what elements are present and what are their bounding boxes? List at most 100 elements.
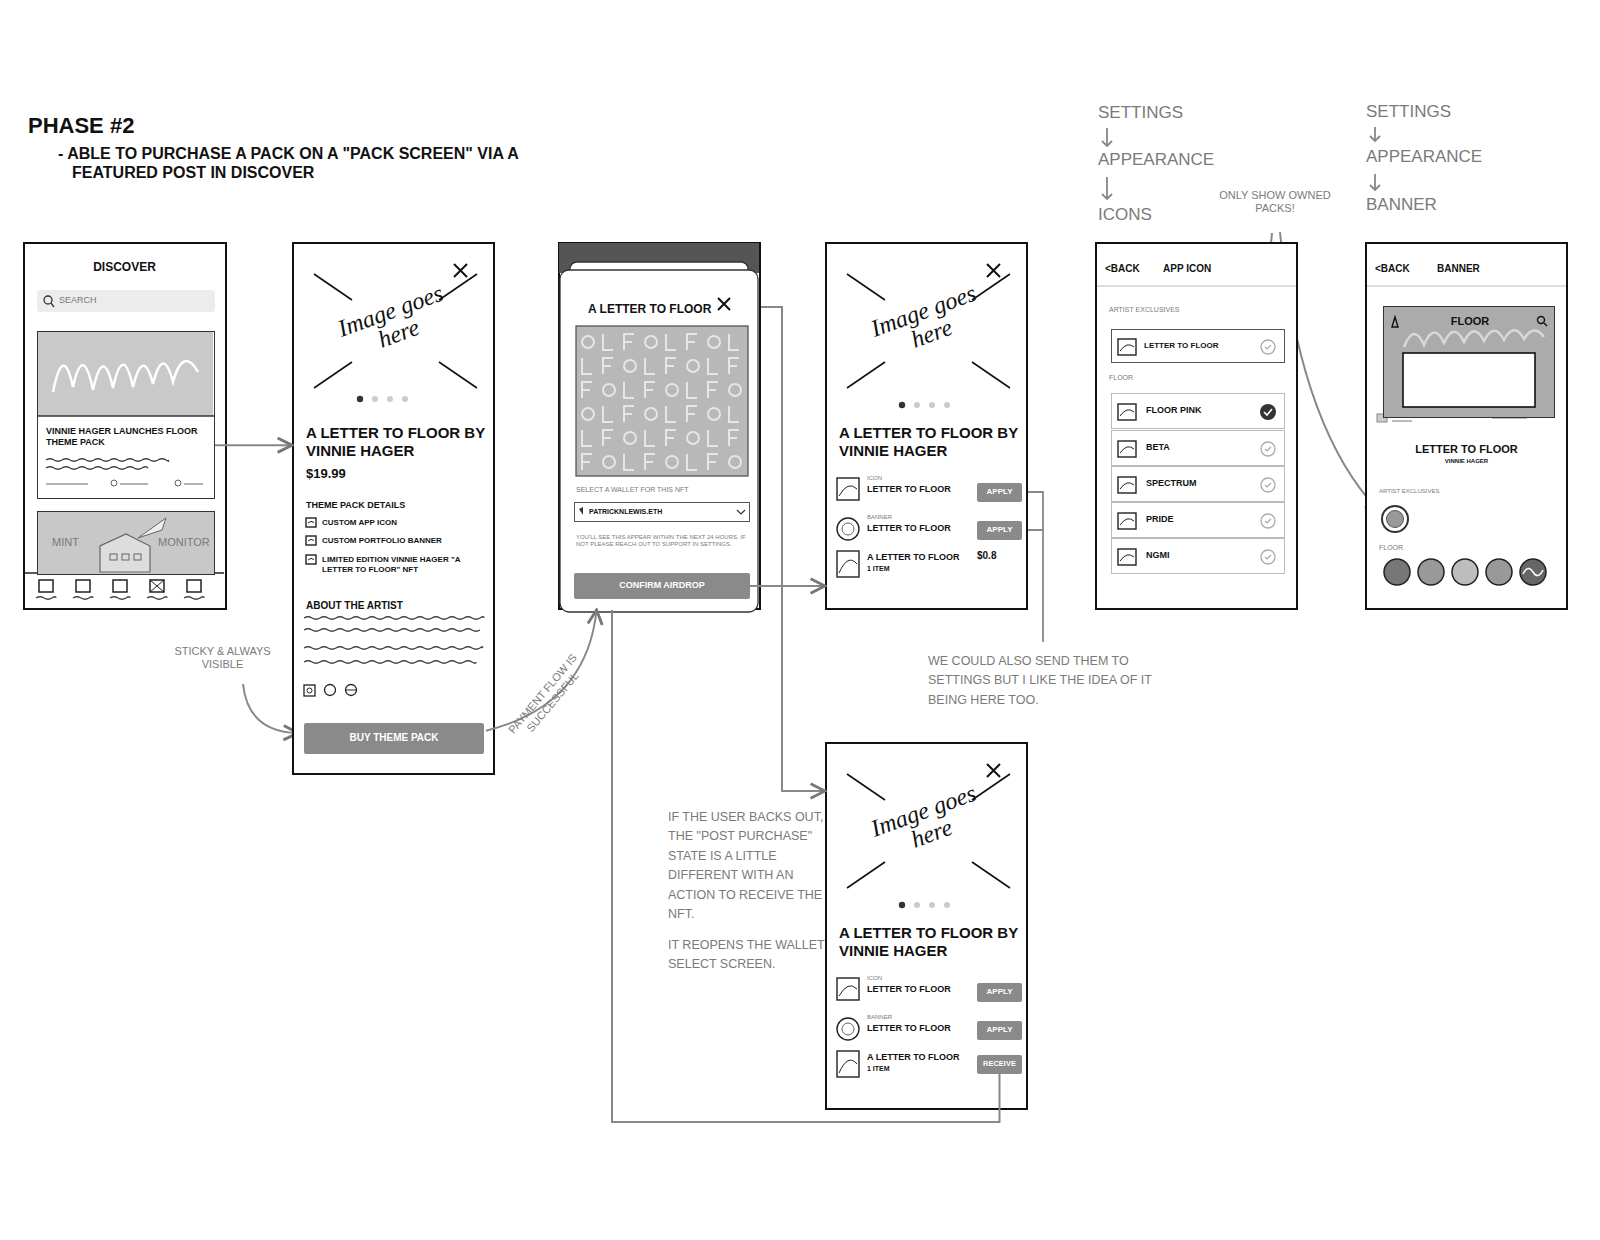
node-text: BANNER bbox=[867, 514, 967, 521]
node-text: 1 ITEM bbox=[867, 565, 967, 573]
ui-box: MINT MONITOR bbox=[37, 511, 215, 575]
node-decoration bbox=[1367, 244, 1570, 612]
flow-connector bbox=[612, 610, 1000, 1122]
annotation-label: - ABLE TO PURCHASE A PACK ON A "PACK SCR… bbox=[58, 144, 558, 182]
node-text: CONFIRM AIRDROP bbox=[574, 580, 750, 591]
node-text: A LETTER TO FLOOR bbox=[867, 552, 977, 563]
node-text: SPECTRUM bbox=[1146, 478, 1266, 489]
node-text: Image goes here bbox=[328, 278, 462, 366]
node-text: MINT bbox=[52, 536, 102, 549]
button-box: CONFIRM AIRDROP bbox=[574, 573, 750, 599]
node-text: MONITOR bbox=[158, 536, 215, 549]
annotation-label: SETTINGS bbox=[1098, 103, 1298, 123]
button-box: RECEIVE bbox=[977, 1055, 1022, 1074]
phone-screen: A LETTER TO FLOOR SELECT A WALLET FOR THI… bbox=[558, 242, 761, 610]
annotation-label: WE COULD ALSO SEND THEM TO SETTINGS BUT … bbox=[928, 652, 1160, 710]
ui-box: NGMI bbox=[1111, 538, 1285, 574]
node-text: LETTER TO FLOOR bbox=[867, 484, 977, 495]
node-text: A LETTER TO FLOOR BY VINNIE HAGER bbox=[839, 424, 1019, 460]
down-arrow bbox=[1102, 177, 1112, 199]
node-text: APPLY bbox=[977, 1025, 1022, 1035]
node-text: BUY THEME PACK bbox=[304, 732, 484, 744]
node-text: $0.8 bbox=[977, 550, 1025, 562]
node-text: ARTIST EXCLUSIVES bbox=[1109, 306, 1259, 314]
annotation-label: IF THE USER BACKS OUT, THE "POST PURCHAS… bbox=[668, 808, 828, 924]
node-text: PRIDE bbox=[1146, 514, 1266, 525]
annotation-label: STICKY & ALWAYS VISIBLE bbox=[165, 645, 280, 671]
diagram-title: PHASE #2 bbox=[28, 113, 328, 139]
node-text: CUSTOM PORTFOLIO BANNER bbox=[322, 536, 487, 546]
node-decoration bbox=[1112, 539, 1286, 575]
node-text: APPLY bbox=[977, 487, 1022, 497]
phone-screen: <BACKAPP ICONARTIST EXCLUSIVESFLOORLETTE… bbox=[1095, 242, 1298, 610]
node-text: $19.99 bbox=[306, 466, 406, 482]
node-text: DISCOVER bbox=[25, 260, 224, 274]
node-text: A LETTER TO FLOOR BY VINNIE HAGER bbox=[306, 424, 486, 460]
ui-box: SEARCH bbox=[37, 290, 215, 312]
phone-screen: <BACKBANNER LETTER TO FLOOR VINNIE HAGER AR… bbox=[1365, 242, 1568, 610]
node-text: LETTER TO FLOOR bbox=[867, 523, 977, 534]
image-placeholder: Image goes here bbox=[835, 764, 1022, 896]
flow-connector bbox=[215, 444, 292, 446]
node-text: A LETTER TO FLOOR bbox=[588, 302, 728, 316]
button-box: APPLY bbox=[977, 983, 1022, 1002]
node-text: BANNER bbox=[867, 1014, 967, 1021]
node-decoration bbox=[38, 332, 216, 500]
node-text: A LETTER TO FLOOR BY VINNIE HAGER bbox=[839, 924, 1019, 960]
down-arrow bbox=[1370, 174, 1380, 190]
image-placeholder: Image goes here bbox=[835, 264, 1022, 396]
ui-box: VINNIE HAGER LAUNCHES FLOOR THEME PACK bbox=[37, 331, 215, 499]
ui-box: BETA bbox=[1111, 430, 1285, 466]
node-text: LETTER TO FLOOR bbox=[1144, 341, 1264, 351]
node-text: BANNER bbox=[1437, 263, 1547, 275]
flow-connector bbox=[761, 307, 825, 791]
annotation-label: ONLY SHOW OWNED PACKS! bbox=[1210, 189, 1340, 215]
node-text: VINNIE HAGER LAUNCHES FLOOR THEME PACK bbox=[46, 426, 208, 448]
node-decoration bbox=[560, 244, 763, 612]
node-text: VINNIE HAGER bbox=[1367, 458, 1566, 465]
down-arrow bbox=[1370, 127, 1380, 141]
phone-screen: A LETTER TO FLOOR BY VINNIE HAGER ICON LET… bbox=[825, 242, 1028, 610]
phone-screen: DISCOVER SEARCH VINNIE HAGER LAUNCHES FLOO… bbox=[23, 242, 227, 610]
edge-label: PAYMENT FLOW IS SUCCESSFUL bbox=[503, 648, 594, 749]
node-text: LETTER TO FLOOR bbox=[867, 1023, 977, 1034]
annotation-label: APPEARANCE bbox=[1366, 147, 1566, 167]
ui-box: PATRICKNLEWIS.ETH bbox=[574, 502, 750, 522]
node-text: A LETTER TO FLOOR bbox=[867, 1052, 977, 1063]
annotation-label: BANNER bbox=[1366, 195, 1566, 215]
ui-box: PRIDE bbox=[1111, 502, 1285, 538]
node-decoration bbox=[1112, 503, 1286, 539]
ui-box: FLOOR bbox=[1383, 306, 1555, 418]
node-text: CUSTOM APP ICON bbox=[322, 518, 487, 528]
node-text: Image goes here bbox=[861, 278, 995, 366]
annotation-label: IT REOPENS THE WALLET SELECT SCREEN. bbox=[668, 936, 828, 975]
node-text: SELECT A WALLET FOR THIS NFT bbox=[576, 486, 748, 494]
node-text: <BACK bbox=[1375, 263, 1435, 275]
node-text: FLOOR bbox=[1109, 374, 1189, 382]
node-decoration bbox=[1112, 467, 1286, 503]
node-text: Image goes here bbox=[861, 778, 995, 866]
node-text: LETTER TO FLOOR bbox=[1367, 443, 1566, 456]
ui-box: SPECTRUM bbox=[1111, 466, 1285, 502]
node-text: FLOOR bbox=[1384, 315, 1556, 328]
button-box: APPLY bbox=[977, 1021, 1022, 1040]
annotation-label: SETTINGS bbox=[1366, 102, 1566, 122]
phone-screen: A LETTER TO FLOOR BY VINNIE HAGER $19.99T… bbox=[292, 242, 495, 775]
node-text: PATRICKNLEWIS.ETH bbox=[589, 508, 739, 516]
node-text: <BACK bbox=[1105, 263, 1165, 275]
node-text: SEARCH bbox=[59, 295, 179, 306]
node-text: ARTIST EXCLUSIVES bbox=[1379, 488, 1529, 495]
node-text: THEME PACK DETAILS bbox=[306, 500, 486, 511]
node-text: LIMITED EDITION VINNIE HAGER "A LETTER T… bbox=[322, 555, 472, 574]
node-text: FLOOR PINK bbox=[1146, 405, 1266, 416]
node-text: BETA bbox=[1146, 442, 1266, 453]
button-box: APPLY bbox=[977, 521, 1022, 540]
node-text: ICON bbox=[867, 475, 967, 482]
node-text: ABOUT THE ARTIST bbox=[306, 600, 486, 612]
node-text: FLOOR bbox=[1379, 544, 1459, 552]
node-text: APPLY bbox=[977, 987, 1022, 997]
image-placeholder: Image goes here bbox=[302, 264, 489, 396]
node-text: YOU'LL SEE THIS APPEAR WITHIN THE NEXT 2… bbox=[576, 534, 748, 548]
